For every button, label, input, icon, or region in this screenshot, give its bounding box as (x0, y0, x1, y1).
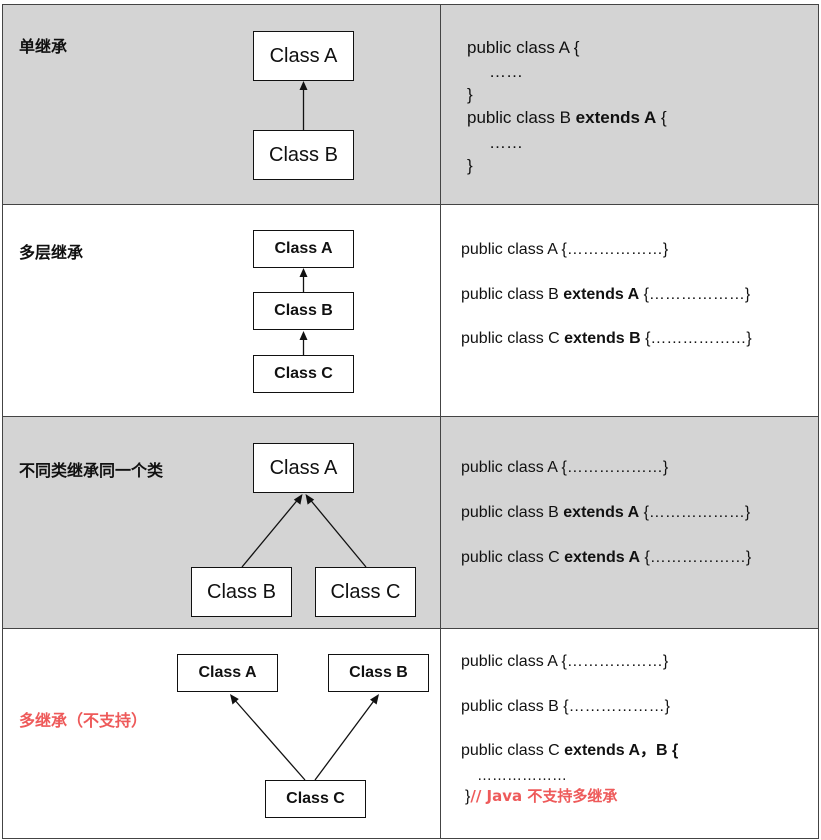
code-line: } (467, 156, 473, 175)
inheritance-arrows (230, 694, 379, 781)
code-line: …… (489, 133, 523, 152)
code-comment: // Java 不支持多继承 (470, 787, 618, 805)
code-line: public class A {………………} (461, 653, 669, 670)
extends-keyword: extends B (564, 330, 641, 347)
class-b-box: Class B (253, 292, 354, 330)
class-a-box: Class A (253, 230, 354, 268)
extends-keyword: extends A (564, 549, 641, 566)
row-multiple-inheritance: 多继承（不支持） Class A Class B Class C public … (2, 628, 819, 839)
code-line: public class B extends A {………………} (461, 287, 750, 303)
code-line: public class B {………………} (461, 698, 670, 715)
extends-keyword: extends A，B { (564, 742, 679, 759)
code-line: } (467, 85, 473, 104)
inheritance-arrows (241, 494, 367, 568)
code-line: …… (489, 62, 523, 81)
row-title: 多层继承 (19, 243, 84, 262)
code-text: public class B (461, 504, 564, 521)
class-b-box: Class B (253, 130, 354, 180)
row-multilevel-inheritance: 多层继承 Class A Class B Class C public clas… (2, 204, 819, 416)
code-text: {………………} (640, 330, 752, 347)
class-c-box: Class C (315, 567, 416, 617)
code-line: public class A {………………} (461, 459, 669, 476)
code-line: public class B extends A {………………} (461, 505, 750, 521)
code-line: public class C extends A {………………} (461, 550, 751, 566)
code-text: {………………} (640, 549, 752, 566)
class-c-box: Class C (253, 355, 354, 393)
row-title: 多继承（不支持） (19, 711, 148, 730)
inheritance-arrows (299, 268, 308, 355)
column-divider (440, 417, 441, 628)
row-single-inheritance: 单继承 Class A Class B public class A { …… … (2, 4, 819, 204)
class-a-box: Class A (177, 654, 278, 692)
code-text: public class C (461, 742, 565, 759)
code-line: public class A {………………} (461, 241, 669, 258)
code-line: ……………… (477, 767, 567, 784)
class-c-box: Class C (265, 780, 366, 818)
table-bottom-border (2, 838, 819, 839)
extends-keyword: extends A (563, 286, 640, 303)
code-text: { (656, 108, 667, 127)
class-a-box: Class A (253, 443, 354, 493)
column-divider (440, 629, 441, 839)
code-line: public class A { (467, 38, 580, 57)
extends-keyword: extends A (563, 504, 640, 521)
code-line: public class B extends A { (467, 109, 667, 126)
class-a-box: Class A (253, 31, 354, 81)
code-text: public class C (461, 549, 565, 566)
code-text: public class B (467, 108, 576, 127)
inheritance-arrow (299, 81, 308, 130)
column-divider (440, 5, 441, 204)
code-line: }// Java 不支持多继承 (465, 789, 617, 805)
code-text: } (465, 788, 471, 805)
extends-keyword: extends A (575, 108, 657, 127)
code-text: {………………} (639, 286, 751, 303)
code-text: public class C (461, 330, 565, 347)
class-b-box: Class B (191, 567, 292, 617)
row-title: 单继承 (19, 37, 68, 56)
class-b-box: Class B (328, 654, 429, 692)
column-divider (440, 205, 441, 416)
row-title: 不同类继承同一个类 (19, 461, 164, 480)
code-text: public class B (461, 286, 564, 303)
code-text: {………………} (639, 504, 751, 521)
row-hierarchical-inheritance: 不同类继承同一个类 Class A Class B Class C public… (2, 416, 819, 628)
code-line: public class C extends A，B { (461, 743, 678, 759)
code-line: public class C extends B {………………} (461, 331, 752, 347)
